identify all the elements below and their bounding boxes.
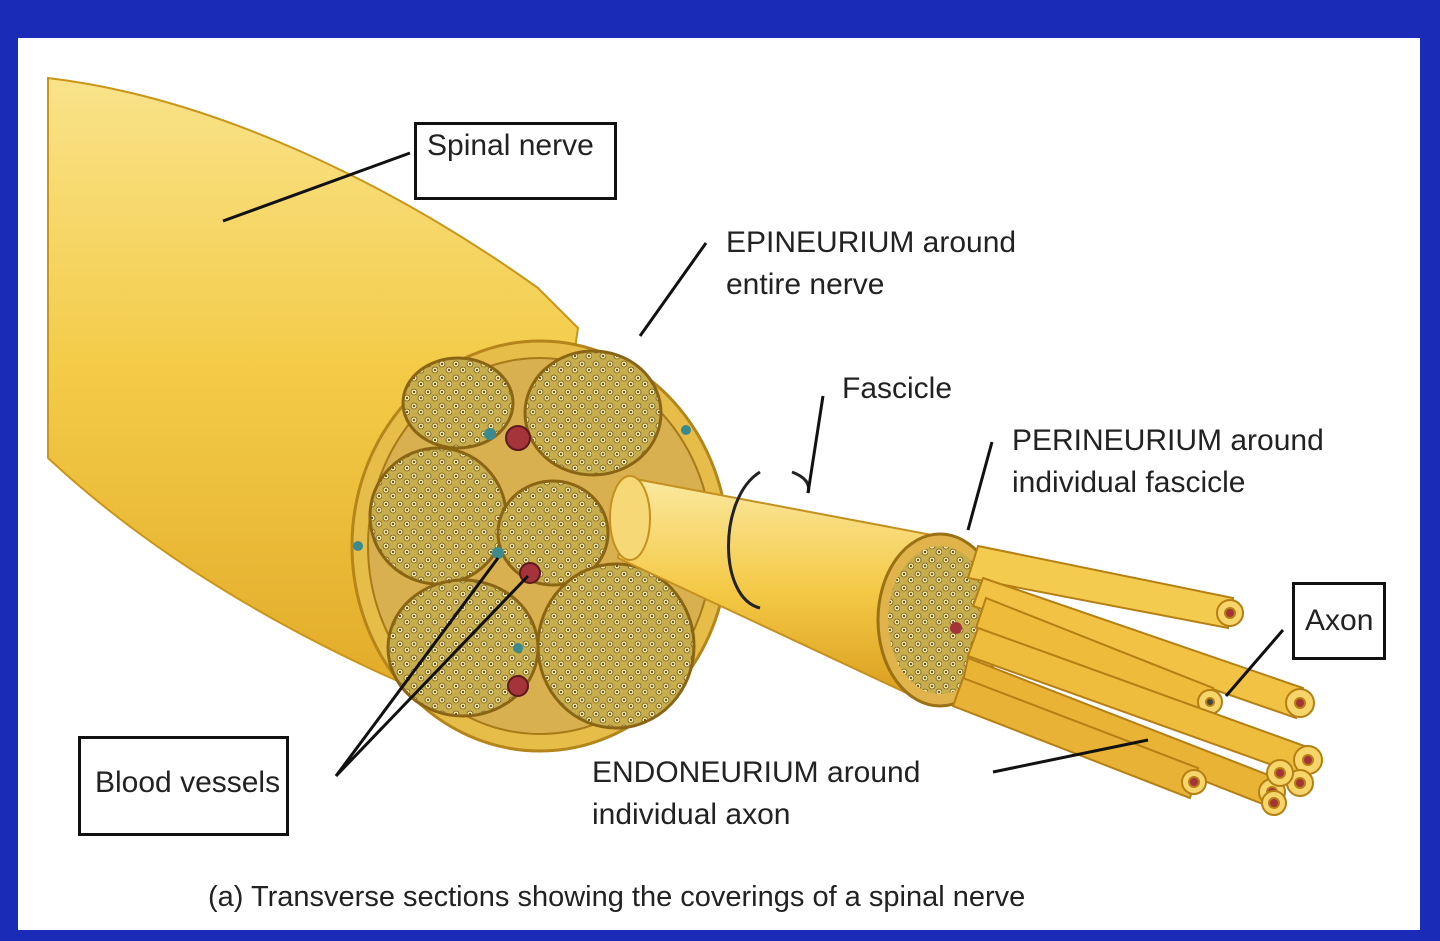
label-fascicle: Fascicle (842, 372, 953, 405)
label-epineurium: EPINEURIUM around entire nerve (726, 222, 1016, 306)
figure-caption: (a) Transverse sections showing the cove… (208, 881, 1026, 913)
endoneurium-line-1: ENDONEURIUM around (592, 756, 921, 789)
blood-vessels-text: Blood vessels (95, 766, 281, 799)
perineurium-line-2: individual fascicle (1012, 466, 1246, 499)
leader-lines (222, 151, 1285, 778)
endoneurium-line-2: individual axon (592, 798, 791, 831)
perineurium-line-1: PERINEURIUM around (1012, 424, 1324, 457)
epineurium-line-2: entire nerve (726, 268, 885, 301)
spinal-nerve-text: Spinal nerve (427, 129, 594, 162)
axon-text: Axon (1305, 604, 1374, 637)
label-blood-vessels: Blood vessels (78, 736, 290, 836)
label-perineurium: PERINEURIUM around individual fascicle (1012, 420, 1324, 504)
axon-bundle (951, 544, 1323, 816)
epineurium-line-1: EPINEURIUM around (726, 226, 1017, 259)
nerve-illustration (47, 76, 1323, 816)
slide: Spinal nerve EPINEURIUM around entire ne… (18, 38, 1420, 930)
label-endoneurium: ENDONEURIUM around individual axon (592, 752, 920, 836)
label-axon: Axon (1292, 582, 1387, 660)
label-spinal-nerve: Spinal nerve (414, 122, 617, 200)
